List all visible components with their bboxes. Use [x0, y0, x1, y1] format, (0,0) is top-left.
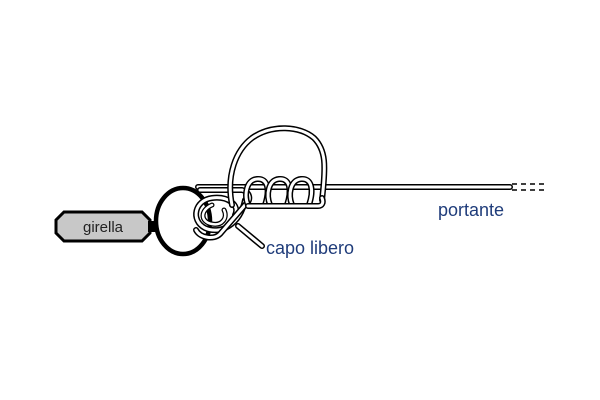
tag-end	[235, 223, 265, 249]
coils	[243, 176, 326, 209]
tag-end-label: capo libero	[266, 238, 354, 258]
standing-line-label: portante	[438, 200, 504, 220]
swivel-eye-ring	[153, 185, 213, 257]
swivel-neck	[148, 221, 158, 232]
top-loop	[227, 125, 328, 208]
swivel-label: girella	[83, 219, 124, 236]
swivel-body	[54, 210, 152, 243]
line-continuation	[512, 183, 548, 191]
fishing-line	[193, 125, 513, 249]
swivel: girella	[54, 210, 158, 243]
